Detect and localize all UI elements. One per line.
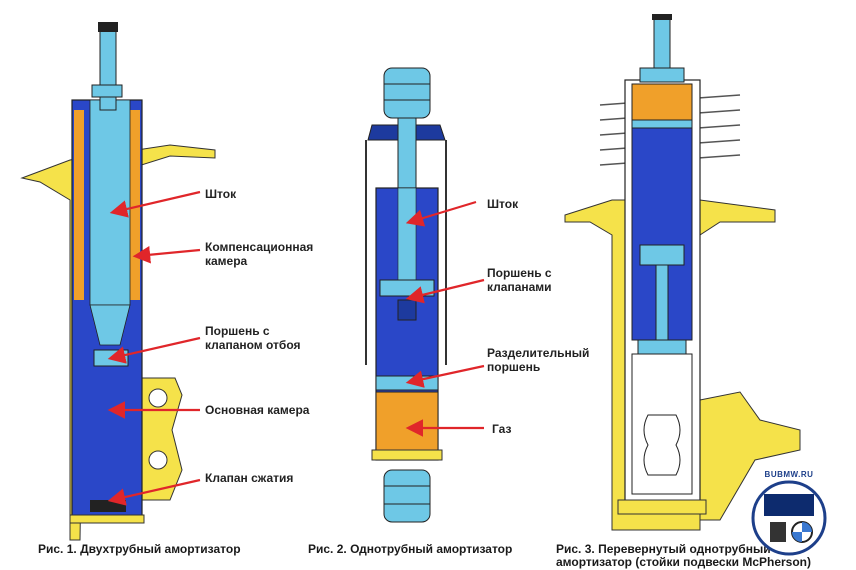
label-sep-piston-fig2-line1: Разделительный	[487, 346, 590, 360]
figure1-shock-absorber	[20, 22, 216, 541]
watermark-text: BUBMW.RU	[764, 470, 814, 479]
label-piston-fig1-line2: клапаном отбоя	[205, 338, 301, 352]
label-comp-chamber-fig1-line2: камера	[205, 254, 248, 268]
caption-figure1: Рис. 1. Двухтрубный амортизатор	[38, 542, 241, 556]
label-piston-fig1-line1: Поршень с	[205, 324, 270, 338]
caption-figure3-line1: Рис. 3. Перевернутый однотрубный	[556, 542, 771, 556]
label-rod-fig1: Шток	[205, 187, 237, 201]
bmw-watermark-logo	[751, 480, 827, 556]
label-sep-piston-fig2-line2: поршень	[487, 360, 541, 374]
label-comp-chamber-fig1-line1: Компенсационная	[205, 240, 314, 254]
label-main-chamber-fig1: Основная камера	[205, 403, 310, 417]
label-comp-valve-fig1: Клапан сжатия	[205, 471, 294, 485]
label-piston-fig2-line1: Поршень с	[487, 266, 552, 280]
label-gas-fig2: Газ	[492, 422, 512, 436]
caption-figure2: Рис. 2. Однотрубный амортизатор	[308, 542, 513, 556]
label-rod-fig2: Шток	[487, 197, 519, 211]
caption-figure3-line2: амортизатор (стойки подвески McPherson)	[556, 555, 811, 569]
label-piston-fig2-line2: клапанами	[487, 280, 552, 294]
figure3-shock-absorber	[564, 14, 801, 531]
label-arrows	[107, 190, 485, 506]
figure2-shock-absorber	[365, 67, 447, 523]
